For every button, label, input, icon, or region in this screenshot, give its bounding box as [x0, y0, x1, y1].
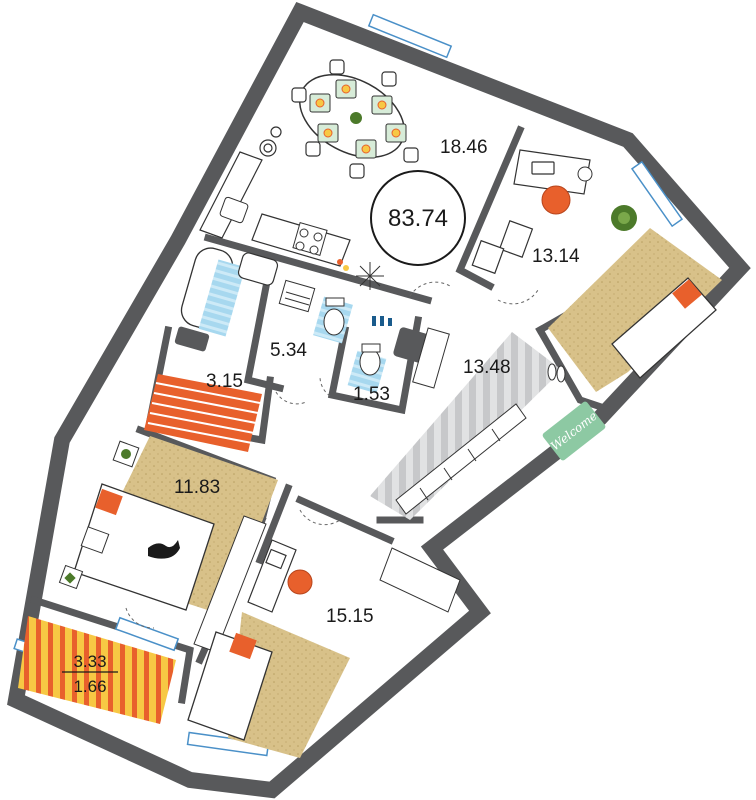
total-area-label: 83.74 — [388, 205, 448, 232]
total-area-badge: 83.74 — [370, 170, 466, 266]
lamp-icon — [577, 166, 593, 182]
room-area-kitchen-living: 18.46 — [440, 137, 488, 158]
storage-shelves — [144, 374, 262, 452]
window-bedroom-w — [114, 616, 180, 652]
plant-small-icon — [337, 259, 349, 271]
toilet-wc-icon — [347, 343, 387, 394]
radiator-icon — [174, 326, 210, 352]
balcony-floor — [18, 616, 176, 724]
carpet-bedroom-ne — [548, 228, 722, 392]
room-area-hall: 13.48 — [463, 357, 511, 378]
plant-w-icon — [121, 449, 131, 459]
shelf-toiletries-icon — [372, 316, 392, 326]
room-area-bedroom-s: 15.15 — [326, 606, 374, 627]
room-area-storage: 3.15 — [206, 371, 243, 392]
room-area-bathroom: 5.34 — [270, 340, 307, 361]
washer-icon — [259, 126, 282, 157]
room-area-wc: 1.53 — [353, 384, 390, 405]
bathtub-icon — [180, 247, 246, 337]
door-swings — [125, 281, 539, 629]
shoes-icon — [547, 363, 566, 383]
room-area-bedroom-ne: 13.14 — [532, 246, 580, 267]
dresser-s — [379, 547, 461, 613]
bed-ne — [611, 277, 717, 379]
boiler-icon — [393, 327, 429, 363]
cat-icon — [148, 540, 180, 559]
shoe-rack-icon — [412, 327, 450, 389]
toilet-bath-icon — [313, 296, 353, 344]
window-bedroom-ne — [630, 160, 684, 228]
bed-w — [73, 483, 215, 611]
dining-table — [298, 74, 407, 159]
desk-s — [247, 539, 297, 613]
stove-icon — [292, 222, 328, 256]
balcony-area-label: 3.33 — [73, 652, 106, 671]
bed-s — [187, 631, 273, 741]
bath-sink-icon — [237, 252, 279, 286]
interior-walls — [29, 125, 615, 705]
wardrobe-hall — [395, 403, 527, 515]
desk-ne — [471, 149, 591, 275]
window-kitchen — [367, 13, 453, 59]
hall-runner — [370, 332, 562, 520]
plant-ne-icon — [611, 205, 637, 231]
outer-walls — [7, 1, 751, 799]
fan-icon — [356, 262, 384, 290]
desk-chair-ne — [541, 185, 571, 215]
kitchen-sink-icon — [219, 196, 249, 224]
dining-chairs — [291, 59, 419, 179]
balcony-area: 3.33 1.66 — [62, 652, 118, 696]
balcony-reduced-area-label: 1.66 — [73, 677, 106, 696]
towel-warmer-icon — [278, 279, 316, 313]
room-area-bedroom-w: 11.83 — [174, 477, 220, 498]
desk-chair-s — [287, 569, 313, 595]
